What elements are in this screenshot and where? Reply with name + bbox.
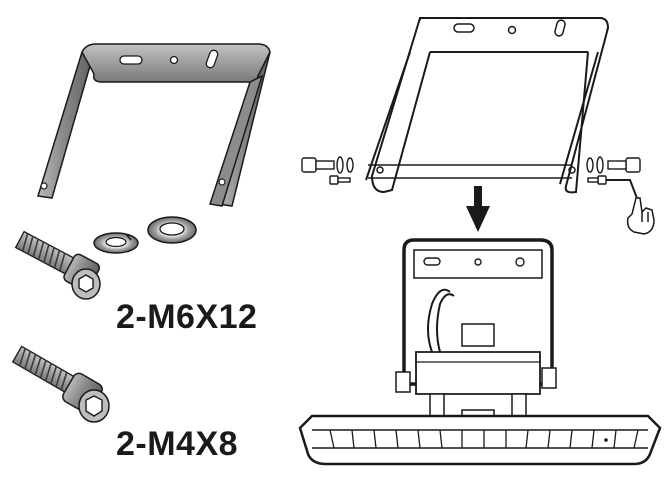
screw-m6-label: 2-M6X12: [116, 298, 258, 336]
screw-m4-label: 2-M4X8: [116, 425, 239, 463]
light-fixture-icon: [298, 238, 662, 466]
arrow-down-icon: [466, 186, 490, 232]
right-fastener-icon: [586, 156, 641, 185]
bracket-assembly-icon: [365, 17, 610, 194]
screw-m4-icon: [11, 345, 110, 423]
bracket-icon: [37, 43, 271, 207]
screw-m6-icon: [14, 230, 101, 300]
flat-washer-icon: [147, 216, 197, 244]
spring-washer-icon: [93, 232, 139, 254]
hand-icon: [626, 197, 655, 235]
left-fastener-icon: [301, 156, 354, 185]
